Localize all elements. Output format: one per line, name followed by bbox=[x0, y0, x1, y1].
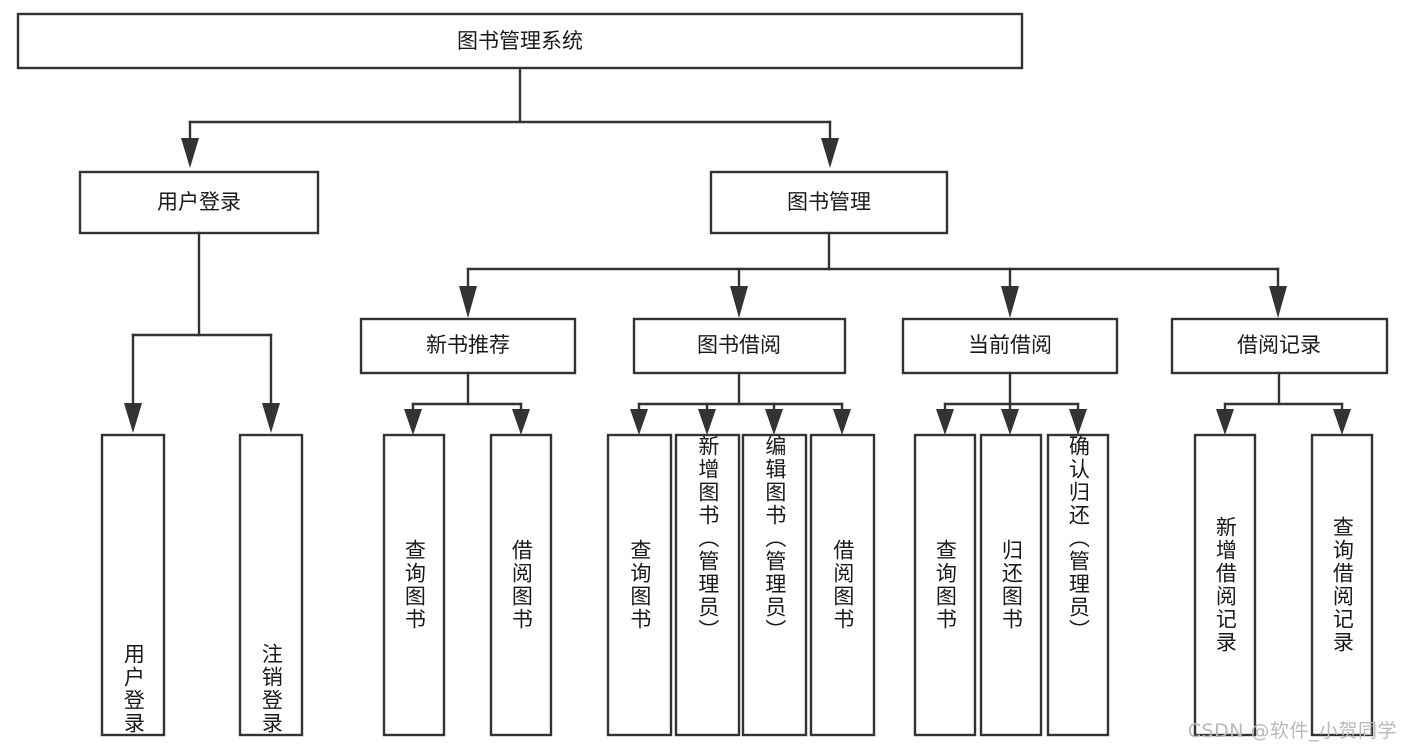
arrow-head-bb-leaf-4 bbox=[833, 409, 851, 435]
leaf-node-user-login[interactable] bbox=[100, 433, 166, 737]
leaf-cb-query-book-box bbox=[913, 433, 977, 737]
connector-book-manage-to-level3 bbox=[459, 231, 1287, 318]
arrow-head-cb-leaf-3 bbox=[1069, 409, 1087, 435]
node-book-borrow-box bbox=[632, 317, 847, 375]
arrow-head-nb-leaf-1 bbox=[404, 409, 422, 435]
arrow-head-cb-leaf-2 bbox=[1001, 409, 1019, 435]
leaf-bb-query-book-box bbox=[606, 433, 673, 737]
leaf-nb-query-book-box bbox=[382, 433, 446, 737]
node-current-borrow[interactable]: 当前借阅 bbox=[901, 317, 1119, 375]
connector-current-borrow-to-leaves bbox=[936, 371, 1087, 435]
arrow-head-cb-leaf-1 bbox=[936, 409, 954, 435]
leaf-node-br-query-record[interactable] bbox=[1310, 433, 1374, 737]
leaf-node-bb-borrow-book[interactable] bbox=[809, 433, 876, 737]
leaf-node-bb-add-book[interactable] bbox=[674, 433, 741, 737]
leaf-node-bb-query-book[interactable] bbox=[606, 433, 673, 737]
leaf-node-br-add-record[interactable] bbox=[1193, 433, 1257, 737]
arrow-head-nb-leaf-2 bbox=[512, 409, 530, 435]
node-new-book-recommend-label: 新书推荐 bbox=[426, 333, 510, 357]
leaf-node-nb-query-book[interactable] bbox=[382, 433, 446, 737]
node-new-book-recommend-box bbox=[359, 317, 577, 375]
leaf-user-login-box bbox=[100, 433, 166, 737]
arrow-head-borrow-record bbox=[1269, 286, 1287, 318]
arrow-head-br-leaf-2 bbox=[1333, 409, 1351, 435]
arrow-head-leaf-user-login bbox=[124, 403, 142, 433]
arrow-head-book-manage bbox=[821, 138, 839, 168]
leaf-node-cb-confirm-return[interactable] bbox=[1046, 433, 1110, 737]
node-book-manage-label: 图书管理 bbox=[787, 190, 871, 214]
node-new-book-recommend[interactable]: 新书推荐 bbox=[359, 317, 577, 375]
node-book-borrow-label: 图书借阅 bbox=[697, 333, 781, 357]
node-current-borrow-label: 当前借阅 bbox=[968, 333, 1052, 357]
leaf-br-query-record-box bbox=[1310, 433, 1374, 737]
arrow-head-br-leaf-1 bbox=[1216, 409, 1234, 435]
node-borrow-records-label: 借阅记录 bbox=[1237, 333, 1321, 357]
node-root-label: 图书管理系统 bbox=[457, 29, 583, 53]
node-borrow-records[interactable]: 借阅记录 bbox=[1170, 317, 1389, 375]
csdn-watermark: CSDN @软件_小贺同学 bbox=[1187, 720, 1397, 742]
connector-new-book-to-leaves bbox=[404, 371, 530, 435]
arrow-head-current-borrow bbox=[1001, 286, 1019, 318]
arrow-head-leaf-logout bbox=[262, 403, 280, 433]
arrow-head-book-borrow bbox=[730, 286, 748, 318]
arrow-head-bb-leaf-1 bbox=[630, 409, 648, 435]
node-user-login-label: 用户登录 bbox=[157, 190, 241, 214]
node-user-login[interactable]: 用户登录 bbox=[78, 170, 320, 235]
leaf-br-add-record-box bbox=[1193, 433, 1257, 737]
leaf-logout-box bbox=[238, 433, 304, 737]
arrow-head-bb-leaf-2 bbox=[698, 409, 716, 435]
leaf-bb-borrow-book-box bbox=[809, 433, 876, 737]
leaf-bb-edit-book-box bbox=[741, 433, 808, 737]
node-book-borrow[interactable]: 图书借阅 bbox=[632, 317, 847, 375]
leaf-node-cb-return-book[interactable] bbox=[979, 433, 1043, 737]
leaf-node-nb-borrow-book[interactable] bbox=[489, 433, 553, 737]
leaf-node-cb-query-book[interactable] bbox=[913, 433, 977, 737]
node-root[interactable]: 图书管理系统 bbox=[16, 12, 1024, 70]
connector-user-login-to-leaves bbox=[124, 231, 280, 433]
leaf-nb-borrow-book-box bbox=[489, 433, 553, 737]
arrow-head-new-book bbox=[459, 286, 477, 318]
arrow-head-user-login bbox=[181, 138, 199, 168]
leaf-node-logout[interactable] bbox=[238, 433, 304, 737]
connector-borrow-records-to-leaves bbox=[1216, 371, 1351, 435]
leaf-bb-add-book-box bbox=[674, 433, 741, 737]
connector-book-borrow-to-leaves bbox=[630, 371, 851, 435]
node-book-manage-box bbox=[709, 170, 949, 235]
node-root-box bbox=[16, 12, 1024, 70]
leaf-node-bb-edit-book[interactable] bbox=[741, 433, 808, 737]
leaf-cb-return-book-box bbox=[979, 433, 1043, 737]
node-current-borrow-box bbox=[901, 317, 1119, 375]
node-book-manage[interactable]: 图书管理 bbox=[709, 170, 949, 235]
connector-root-to-level2 bbox=[181, 66, 839, 168]
arrow-head-bb-leaf-3 bbox=[765, 409, 783, 435]
node-borrow-records-box bbox=[1170, 317, 1389, 375]
leaf-cb-confirm-return-box bbox=[1046, 433, 1110, 737]
